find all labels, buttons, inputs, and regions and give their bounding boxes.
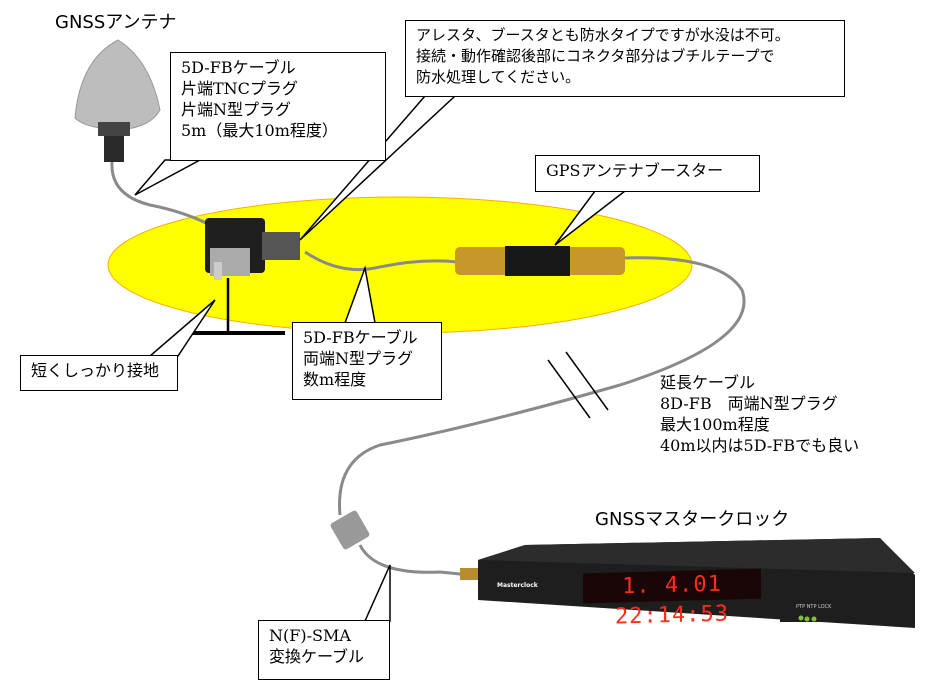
callout-text: 5m（最大10m程度） — [181, 121, 338, 140]
callout-text: 5D-FBケーブル — [181, 58, 296, 77]
led-label: PTP — [796, 604, 806, 610]
callout-ground: 短くしっかり接地 — [20, 355, 178, 391]
led-label: NTP — [806, 604, 817, 610]
clock-title: GNSSマスタークロック — [595, 509, 790, 530]
cable-break-marks — [547, 351, 609, 419]
gnss-antenna-icon — [74, 39, 161, 162]
cable-path — [110, 161, 746, 577]
led-label: LOCK — [818, 604, 832, 610]
sma-adapter-icon — [330, 510, 478, 580]
callout-text: GPSアンテナブースター — [546, 161, 724, 180]
callout-cable2: 5D-FBケーブル 両端N型プラグ 数m程度 — [292, 322, 442, 400]
clock-display: 1. 4.01 22:14:53 — [583, 568, 761, 629]
note-line: 延長ケーブル — [660, 373, 756, 392]
callout-text: 数m程度 — [303, 370, 367, 389]
callout-text: 接続・動作確認後部にコネクタ部分はブチルテープで — [416, 47, 775, 65]
callout-text: 両端N型プラグ — [303, 349, 414, 368]
note-line: 最大100m程度 — [660, 415, 770, 434]
callout-sma: N(F)-SMA 変換ケーブル — [258, 620, 390, 680]
master-clock-icon — [478, 538, 915, 628]
gps-booster-icon — [455, 246, 625, 276]
clock-leds: PTP NTP LOCK — [796, 604, 831, 610]
callout-booster: GPSアンテナブースター — [535, 155, 760, 192]
callout-waterproof: アレスタ、ブースタとも防水タイプですが水没は不可。 接続・動作確認後部にコネクタ… — [405, 20, 845, 97]
callout-text: 片端TNCプラグ — [181, 79, 298, 98]
clock-brand: Masterclock — [497, 582, 538, 589]
callout-text: 短くしっかり接地 — [31, 361, 160, 380]
extension-cable-note: 延長ケーブル 8D-FB 両端N型プラグ 最大100m程度 40m以内は5D-F… — [660, 372, 859, 456]
callout-cable1: 5D-FBケーブル 片端TNCプラグ 片端N型プラグ 5m（最大10m程度） — [170, 52, 386, 161]
note-line: 8D-FB 両端N型プラグ — [660, 394, 838, 413]
ground-symbol — [192, 278, 285, 335]
callout-text: 片端N型プラグ — [181, 100, 292, 119]
antenna-title: GNSSアンテナ — [55, 12, 177, 33]
callout-text: 防水処理してください。 — [416, 68, 581, 86]
callout-text: 5D-FBケーブル — [303, 328, 418, 347]
callout-text: 変換ケーブル — [269, 647, 365, 666]
clock-model: GMR5000 — [850, 627, 888, 635]
lightning-arrester-icon — [205, 218, 300, 280]
callout-text: アレスタ、ブースタとも防水タイプですが水没は不可。 — [416, 26, 790, 44]
note-line: 40m以内は5D-FBでも良い — [660, 436, 860, 455]
callout-text: N(F)-SMA — [269, 626, 351, 645]
